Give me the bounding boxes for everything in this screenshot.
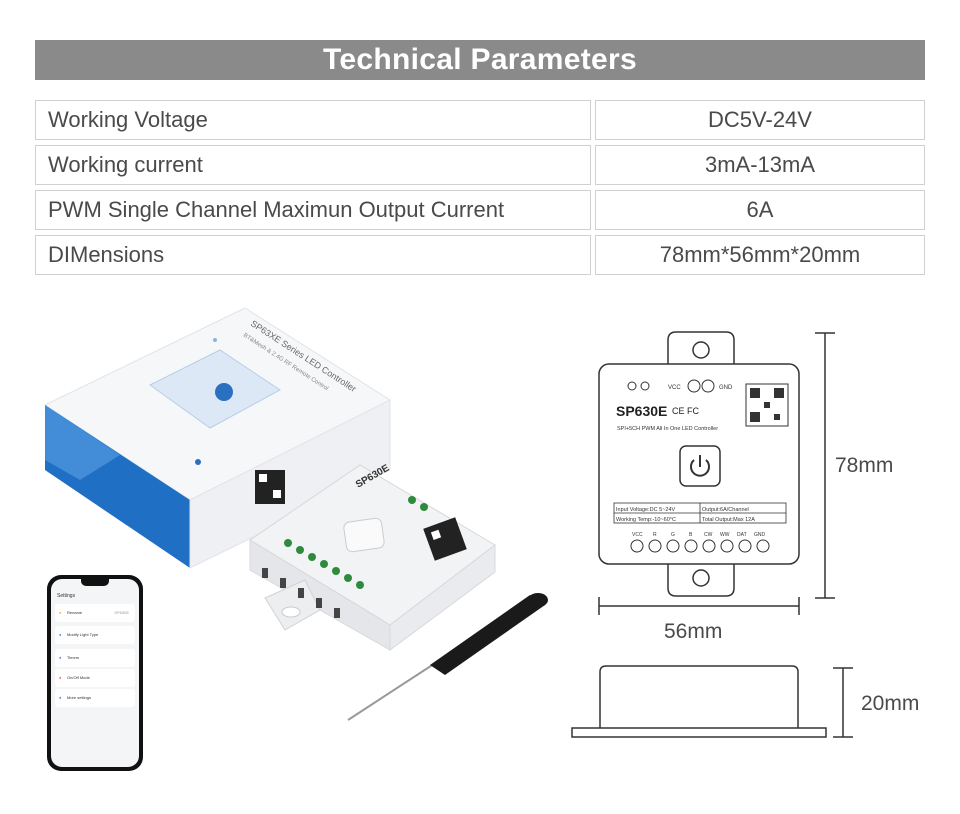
- table-row: DIMensions 78mm*56mm*20mm: [35, 235, 925, 275]
- width-dimension: 56mm: [664, 620, 723, 643]
- light-type-icon: ●: [59, 632, 62, 637]
- dimension-drawing-top: VCC GND SP630E CE FC SPI+5CH PWM All In …: [598, 331, 835, 615]
- screwdriver: [347, 593, 548, 721]
- param-value: DC5V-24V: [595, 100, 925, 140]
- power-icon: ●: [59, 675, 62, 680]
- gnd-label: GND: [719, 385, 733, 391]
- phone-item[interactable]: ● On/Off Mode: [55, 669, 135, 687]
- device-model: SP630E: [616, 403, 667, 419]
- section-title: Technical Parameters: [323, 43, 637, 76]
- table-row: Working Voltage DC5V-24V: [35, 100, 925, 140]
- phone-item[interactable]: ● More settings: [55, 689, 135, 707]
- dimension-drawing-side: [571, 665, 853, 738]
- total-output: Total Output:Max 12A: [702, 517, 755, 523]
- controller-device: SP630E: [249, 463, 496, 651]
- terminal-label: CW: [704, 532, 713, 538]
- working-temp: Working Temp:-10~60°C: [616, 517, 676, 523]
- smartphone: Settings ● Rename SP630E ● Modify Light …: [47, 575, 143, 771]
- param-value: 78mm*56mm*20mm: [595, 235, 925, 275]
- output-current: Output:6A/Channel: [702, 507, 749, 513]
- param-value: 6A: [595, 190, 925, 230]
- phone-header: Settings: [57, 593, 76, 599]
- section-title-banner: Technical Parameters: [35, 40, 925, 80]
- power-icon: [690, 459, 710, 477]
- phone-item[interactable]: ● Modify Light Type: [55, 626, 135, 644]
- phone-item[interactable]: ● Timers: [55, 649, 135, 667]
- terminal-label: R: [653, 532, 657, 538]
- terminal-label: VCC: [632, 532, 643, 538]
- param-name: PWM Single Channel Maximun Output Curren…: [35, 190, 591, 230]
- terminal-label: WW: [720, 532, 730, 538]
- param-name: Working current: [35, 145, 591, 185]
- device-subtitle: SPI+5CH PWM All In One LED Controller: [617, 426, 718, 432]
- rename-icon: ●: [59, 610, 62, 615]
- notch: [81, 579, 109, 586]
- cert-marks: CE FC: [672, 406, 700, 416]
- terminal-label: DAT: [737, 532, 747, 538]
- terminal-label: B: [689, 532, 693, 538]
- terminal-label: G: [671, 532, 675, 538]
- param-value: 3mA-13mA: [595, 145, 925, 185]
- terminal-label: GND: [754, 532, 766, 538]
- phone-screen: Settings ● Rename SP630E ● Modify Light …: [51, 579, 139, 767]
- vcc-label: VCC: [668, 385, 681, 391]
- table-row: Working current 3mA-13mA: [35, 145, 925, 185]
- param-name: Working Voltage: [35, 100, 591, 140]
- timer-icon: ●: [59, 655, 62, 660]
- table-row: PWM Single Channel Maximun Output Curren…: [35, 190, 925, 230]
- param-name: DIMensions: [35, 235, 591, 275]
- product-photo: SP63XE Series LED Controller BT&Mesh & 2…: [43, 307, 548, 721]
- more-settings-icon: ●: [59, 695, 62, 700]
- depth-dimension: 20mm: [861, 692, 920, 715]
- input-voltage: Input Voltage:DC 5~24V: [616, 507, 675, 513]
- phone-item[interactable]: ● Rename SP630E: [55, 604, 135, 622]
- height-dimension: 78mm: [835, 454, 894, 477]
